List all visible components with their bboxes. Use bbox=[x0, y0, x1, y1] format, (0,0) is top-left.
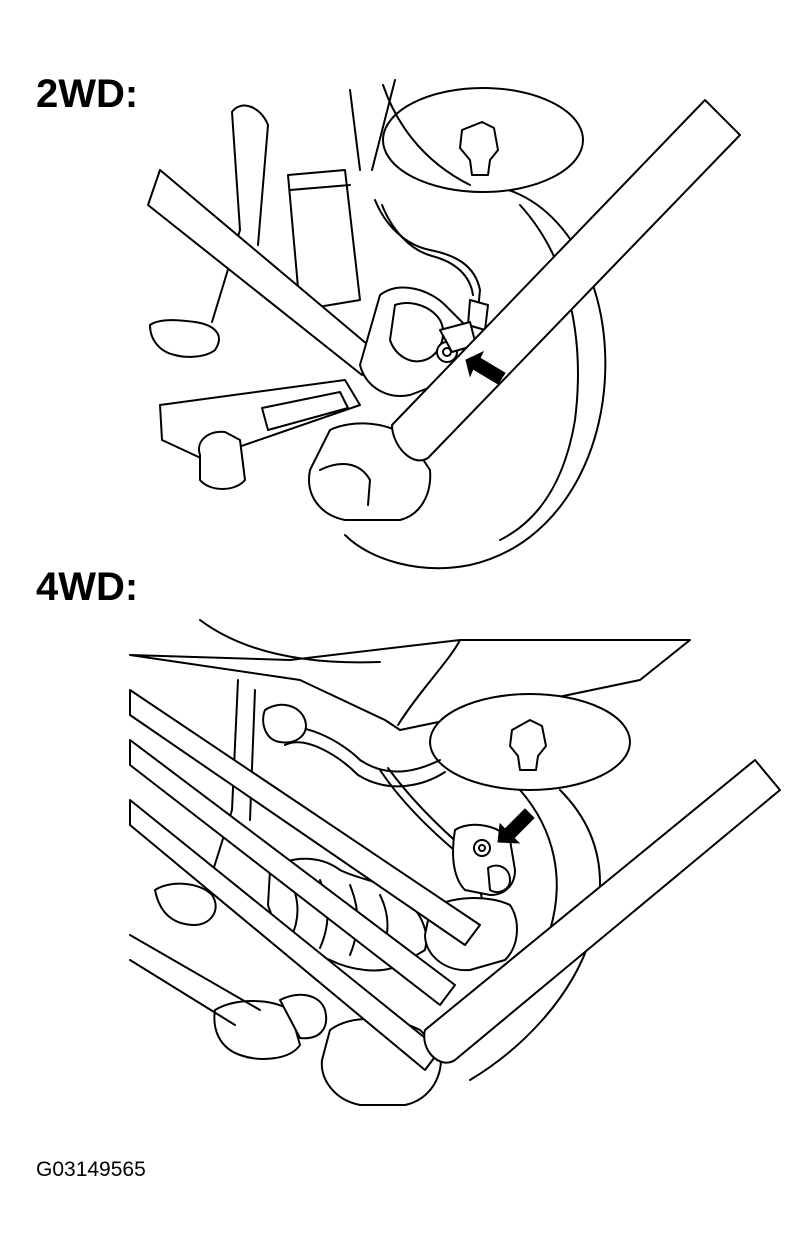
pointer-arrow-icon bbox=[497, 808, 535, 844]
hub-stud bbox=[459, 121, 499, 176]
control-arm-upper bbox=[147, 169, 381, 376]
section-label-2wd: 2WD: bbox=[36, 72, 139, 116]
control-arm-lower bbox=[129, 799, 441, 1071]
pointer-arrow-icon bbox=[465, 350, 506, 385]
control-arm-upper bbox=[129, 739, 456, 1006]
figure-id: G03149565 bbox=[36, 1158, 146, 1181]
sensor-bolt-4wd bbox=[473, 839, 491, 857]
sensor-wire bbox=[374, 199, 481, 311]
illustration-2wd bbox=[147, 79, 741, 570]
fender-panel bbox=[129, 639, 691, 731]
brake-disc bbox=[344, 183, 607, 570]
tie-rod bbox=[129, 689, 481, 946]
section-label-4wd: 4WD: bbox=[36, 565, 139, 609]
drive-bar bbox=[423, 759, 781, 1064]
strut-body bbox=[287, 169, 361, 311]
